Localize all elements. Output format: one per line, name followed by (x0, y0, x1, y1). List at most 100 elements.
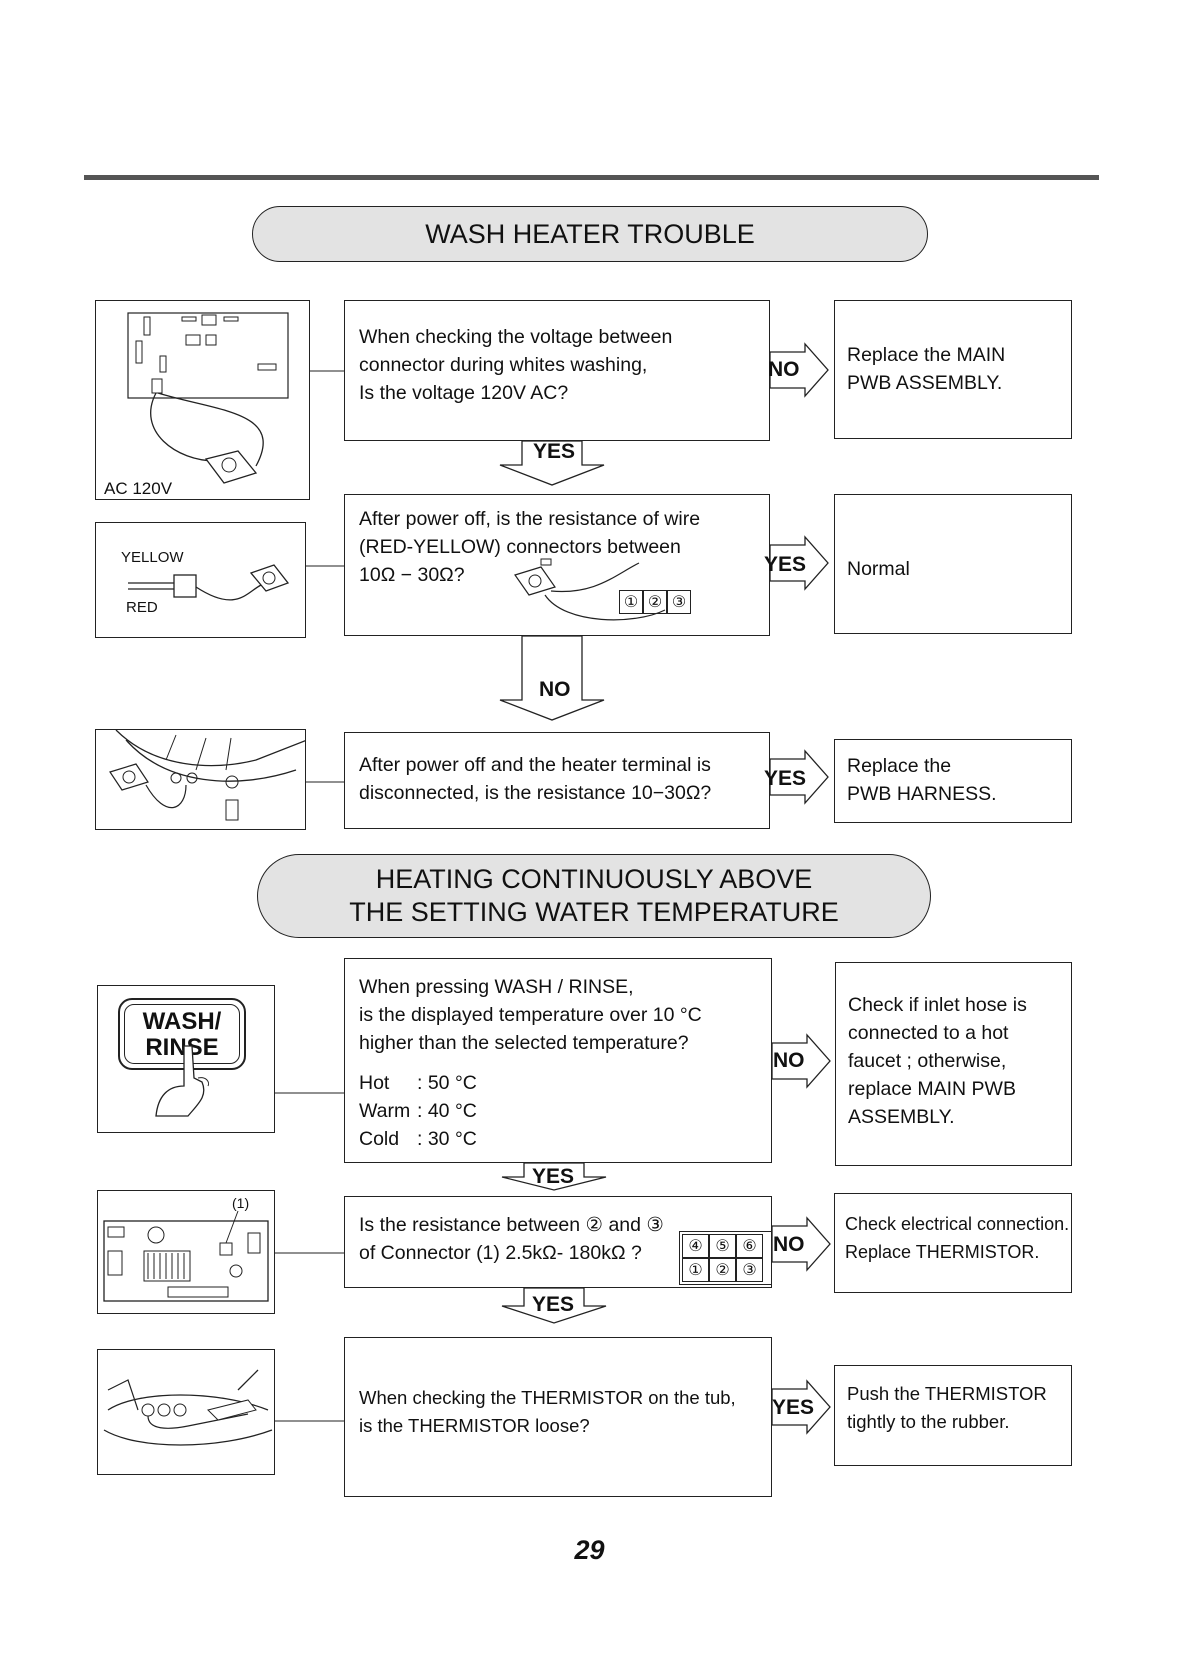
temp-value: : 40 °C (417, 1100, 477, 1122)
answer-check-electrical-connection: Check electrical connection. Replace THE… (834, 1193, 1072, 1293)
pin: ⑤ (709, 1234, 736, 1258)
answer-push-thermistor: Push the THERMISTOR tightly to the rubbe… (834, 1365, 1072, 1466)
red-label: RED (126, 599, 158, 616)
question-box-voltage: When checking the voltage between connec… (344, 300, 770, 441)
connector-1-label: (1) (232, 1195, 250, 1211)
button-label-line: WASH/ (142, 1008, 222, 1035)
answer-line: connected to a hot (848, 1022, 1009, 1044)
page-number: 29 (574, 1535, 605, 1565)
section2-title-line: HEATING CONTINUOUSLY ABOVE (375, 864, 813, 894)
temp-row-cold: Cold: 30 °C (359, 1125, 757, 1153)
section2-title-line: THE SETTING WATER TEMPERATURE (349, 897, 839, 927)
heater-illustration (109, 730, 305, 821)
question-line: When checking the voltage between (359, 326, 673, 348)
temp-name: Warm (359, 1100, 411, 1122)
connector-illustration (514, 558, 666, 621)
top-rule (84, 175, 1099, 180)
connector-line (275, 1092, 345, 1094)
section1-title-text: WASH HEATER TROUBLE (425, 218, 755, 249)
question-line: 10Ω − 30Ω? (359, 564, 465, 586)
wash-rinse-image: WASH/ RINSE (97, 985, 275, 1133)
no-down-arrow (499, 635, 605, 721)
pin: ③ (736, 1258, 763, 1282)
temp-name: Cold (359, 1128, 400, 1150)
thermistor-illustration (103, 1369, 273, 1446)
answer-line: Replace the (847, 755, 952, 777)
no-arrow (769, 342, 829, 398)
yes-down-arrow (501, 1162, 607, 1191)
no-label: NO (768, 358, 800, 381)
question-line: (RED-YELLOW) connectors between (359, 536, 681, 558)
question-box-heater-terminal: After power off and the heater terminal … (344, 732, 770, 829)
question-box-displayed-temperature: When pressing WASH / RINSE, is the displ… (344, 958, 772, 1163)
answer-line: PWB ASSEMBLY. (847, 372, 1003, 394)
question-line: Is the resistance between ② and ③ (359, 1214, 664, 1236)
yes-label: YES (533, 440, 576, 463)
question-line: higher than the selected temperature? (359, 1032, 689, 1054)
answer-line: Check if inlet hose is (848, 994, 1027, 1016)
yes-label: YES (764, 553, 807, 576)
yes-arrow (769, 749, 829, 805)
connector-line (306, 565, 344, 567)
yes-label: YES (772, 1396, 815, 1419)
yes-label: YES (532, 1293, 575, 1316)
pin: ② (709, 1258, 736, 1282)
question-line: is the THERMISTOR loose? (359, 1415, 590, 1436)
no-label: NO (539, 678, 571, 701)
temp-row-warm: Warm : 40 °C (359, 1097, 757, 1125)
ac-120v-label: AC 120V (104, 479, 173, 498)
answer-line: PWB HARNESS. (847, 783, 997, 805)
question-line: connector during whites washing, (359, 354, 648, 376)
no-label: NO (773, 1049, 805, 1072)
no-arrow (771, 1216, 831, 1272)
temp-value: : 50 °C (417, 1072, 477, 1094)
question-line: of Connector (1) 2.5kΩ- 180kΩ ? (359, 1242, 642, 1264)
question-line: After power off and the heater terminal … (359, 754, 711, 776)
answer-replace-pwb-harness: Replace the PWB HARNESS. (834, 739, 1072, 823)
no-label: NO (773, 1233, 805, 1256)
thermistor-tub-image (97, 1349, 275, 1475)
yes-label: YES (764, 767, 807, 790)
question-line: disconnected, is the resistance 10−30Ω? (359, 782, 712, 804)
section2-title: HEATING CONTINUOUSLY ABOVE THE SETTING W… (257, 854, 931, 938)
finger-icon (155, 1045, 209, 1117)
yes-arrow (771, 1379, 831, 1435)
connector-line (306, 781, 344, 783)
board-illustration (127, 312, 289, 484)
pin: ④ (682, 1234, 709, 1258)
temp-name: Hot (359, 1072, 390, 1094)
no-arrow (771, 1033, 831, 1089)
answer-line: Check electrical connection. (845, 1214, 1070, 1234)
connector-line (275, 1420, 345, 1422)
yes-down-arrow (501, 1287, 607, 1324)
answer-check-inlet-hose: Check if inlet hose is connected to a ho… (835, 962, 1072, 1166)
wash-rinse-button: WASH/ RINSE (118, 998, 246, 1070)
answer-normal: Normal (834, 494, 1072, 634)
temp-row-hot: Hot : 50 °C (359, 1069, 757, 1097)
wire-connector-image: YELLOW RED (95, 522, 306, 638)
answer-line: Push the THERMISTOR (847, 1383, 1047, 1404)
question-box-thermistor-loose: When checking the THERMISTOR on the tub,… (344, 1337, 772, 1497)
question-line: Is the voltage 120V AC? (359, 382, 569, 404)
section1-title: WASH HEATER TROUBLE (252, 206, 928, 262)
yellow-label: YELLOW (121, 549, 184, 566)
pin: ① (682, 1258, 709, 1282)
spacer (359, 1057, 757, 1069)
yes-down-arrow (499, 440, 605, 486)
question-line: is the displayed temperature over 10 °C (359, 1004, 702, 1026)
pin: ③ (667, 590, 691, 614)
heater-terminal-image (95, 729, 306, 830)
pin: ② (643, 590, 667, 614)
question-box-resistance-wire: After power off, is the resistance of wi… (344, 494, 770, 636)
connector-line (275, 1252, 345, 1254)
answer-line: ASSEMBLY. (848, 1106, 955, 1128)
question-line: When checking the THERMISTOR on the tub, (359, 1387, 736, 1408)
answer-line: Replace the MAIN (847, 344, 1006, 366)
connector-line (310, 370, 345, 372)
button-label-line: RINSE (145, 1034, 219, 1061)
wash-rinse-button-face: WASH/ RINSE (124, 1004, 240, 1064)
answer-line: Normal (847, 558, 910, 580)
question-line: When pressing WASH / RINSE, (359, 976, 634, 998)
